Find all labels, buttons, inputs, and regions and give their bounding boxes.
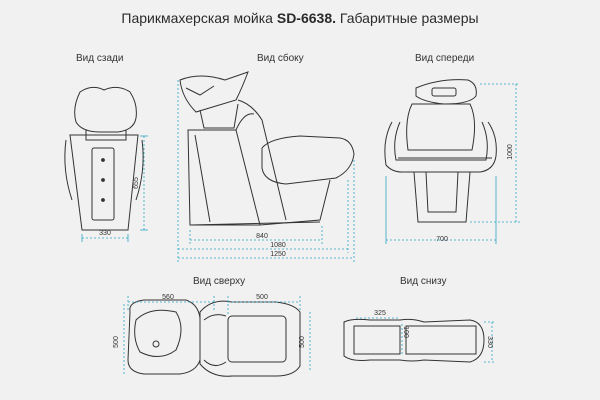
dim-back-height: 655 <box>133 177 140 189</box>
dim-side-1250: 1250 <box>270 251 286 258</box>
title-suffix: Габаритные размеры <box>336 10 479 26</box>
back-view-drawing <box>64 86 144 231</box>
page-title: Парикмахерская мойка SD-6638. Габаритные… <box>0 10 600 26</box>
dim-top-500-left: 500 <box>113 336 120 348</box>
front-view-dimensions <box>385 83 520 244</box>
dim-front-height: 1000 <box>507 144 514 160</box>
dim-bottom-325: 325 <box>374 310 386 317</box>
front-view-drawing <box>384 79 497 223</box>
dim-side-840: 840 <box>256 233 268 240</box>
bottom-view-drawing <box>343 318 485 363</box>
label-top-view: Вид сверху <box>193 276 246 287</box>
dim-front-width: 700 <box>436 236 448 243</box>
dim-top-560: 560 <box>162 294 174 301</box>
dim-top-500-width: 500 <box>256 294 268 301</box>
back-view-dimensions <box>81 135 148 242</box>
side-view-drawing <box>179 71 355 226</box>
dim-bottom-100: 100 <box>402 326 409 338</box>
dim-side-1080: 1080 <box>270 242 286 249</box>
side-view-dimensions <box>177 80 355 262</box>
dim-top-500-right: 500 <box>299 336 306 348</box>
title-model: SD-6638. <box>276 10 337 26</box>
label-front-view: Вид спереди <box>415 53 475 64</box>
label-side-view: Вид сбоку <box>257 53 304 64</box>
dim-bottom-330: 330 <box>486 336 493 348</box>
bottom-view-dimensions <box>356 317 496 363</box>
label-bottom-view: Вид снизу <box>400 276 447 287</box>
top-view-drawing <box>127 299 301 377</box>
top-view-dimensions <box>123 296 311 376</box>
title-prefix: Парикмахерская мойка <box>121 10 277 26</box>
label-back-view: Вид сзади <box>76 53 124 64</box>
dim-back-width: 330 <box>99 230 111 237</box>
